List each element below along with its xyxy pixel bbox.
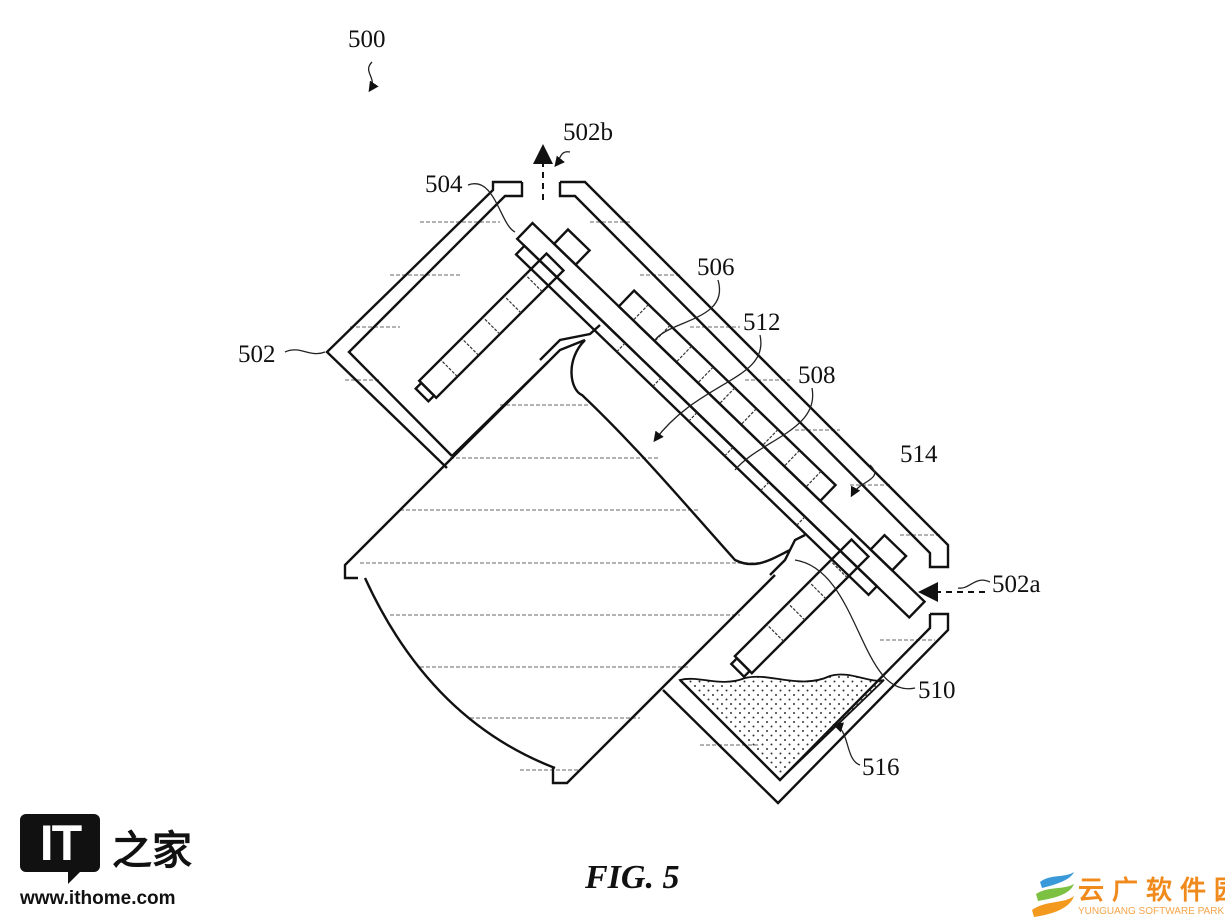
lens-body [343, 324, 806, 785]
stem-lower [729, 537, 871, 679]
leader-lines [284, 61, 991, 766]
yunguang-wave-icon [1032, 872, 1074, 917]
yunguang-watermark: 云广软件园 YUNGUANG SOFTWARE PARK [1030, 870, 1225, 921]
label-506: 506 [697, 254, 735, 281]
label-500: 500 [348, 26, 386, 53]
yunguang-chinese-name: 云广软件园 [1078, 876, 1225, 906]
ithome-url: www.ithome.com [20, 888, 176, 909]
label-502: 502 [238, 341, 276, 368]
label-512: 512 [743, 309, 781, 336]
shading-lines [345, 221, 940, 771]
label-510: 510 [918, 677, 956, 704]
ithome-watermark: IT 之家 www.ithome.com [20, 814, 192, 909]
label-508: 508 [798, 362, 836, 389]
ithome-logo-badge: IT [20, 814, 100, 884]
stem-upper [414, 251, 566, 403]
label-514: 514 [900, 441, 938, 468]
yunguang-english-name: YUNGUANG SOFTWARE PARK [1078, 906, 1225, 917]
plate-504 [514, 221, 927, 620]
label-504: 504 [425, 171, 463, 198]
figure-caption: FIG. 5 [584, 859, 679, 896]
ithome-logo-chinese: 之家 [112, 827, 192, 874]
fill-516-region [678, 673, 885, 782]
label-516: 516 [862, 754, 900, 781]
label-502b: 502b [563, 119, 613, 146]
label-502a: 502a [992, 571, 1041, 598]
